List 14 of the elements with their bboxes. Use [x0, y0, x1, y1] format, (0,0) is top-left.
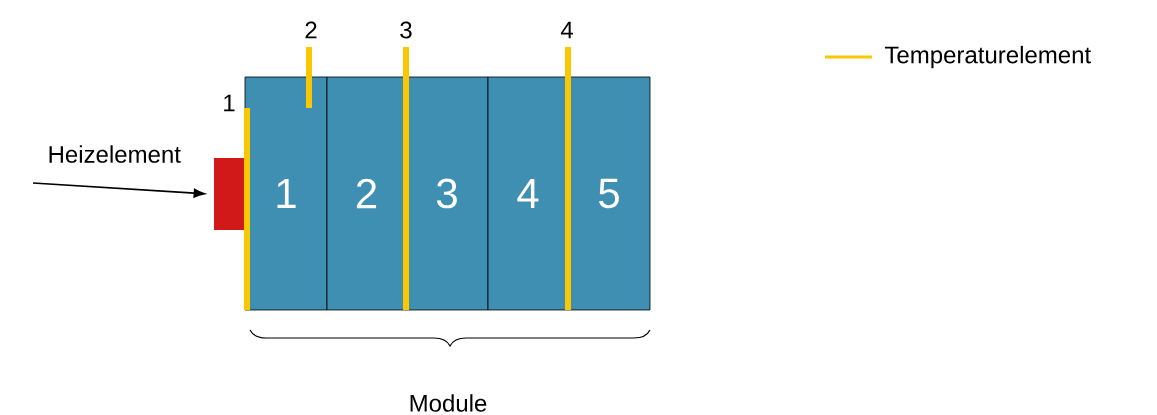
module-box: 5 [567, 76, 651, 311]
heater-box [214, 158, 245, 230]
sensor-number: 1 [224, 94, 235, 112]
legend-label: Temperaturelement [884, 45, 1091, 69]
module-box: 3 [405, 76, 489, 311]
sensor-number: 4 [560, 21, 573, 39]
module-box: 2 [326, 76, 407, 311]
brace-label: Module [410, 394, 487, 412]
module-box: 4 [487, 76, 569, 311]
module-box: 1 [244, 76, 328, 311]
edge-label: Heizelement [49, 145, 181, 163]
sensor-number: 2 [305, 21, 317, 39]
sensor-number: 3 [400, 21, 412, 39]
arrow [32, 182, 206, 198]
